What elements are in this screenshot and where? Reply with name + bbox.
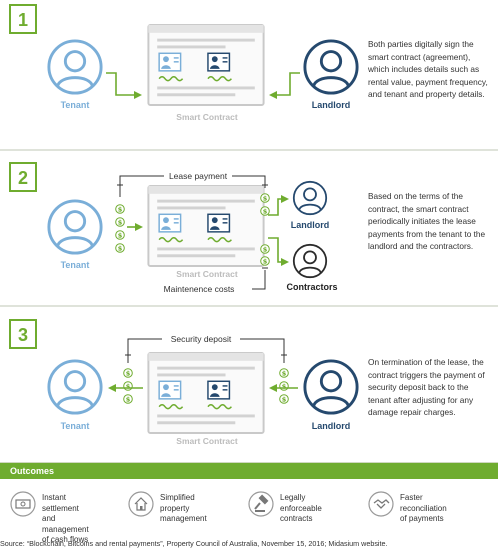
outcome-line: contracts: [280, 514, 313, 523]
handshake-icon: [368, 491, 394, 517]
step-number-box: [9, 4, 37, 34]
landlord-label: Landlord: [312, 421, 351, 431]
coin-icon: [260, 244, 270, 254]
coin-icon: [279, 394, 289, 404]
coin-icon: [260, 193, 270, 203]
step-number-box: [9, 162, 37, 192]
outcomes-panel: Outcomes Instant settlement and manageme…: [0, 462, 498, 544]
coin-icon: [115, 230, 125, 240]
landlord-label: Landlord: [291, 220, 330, 230]
coin-icon: [123, 394, 133, 404]
landlord-label: Landlord: [312, 100, 351, 110]
step-3-description: On termination of the lease, the contrac…: [368, 357, 485, 418]
tenant-label: Tenant: [61, 421, 90, 431]
cash-icon: [10, 491, 36, 517]
coin-icon: [123, 381, 133, 391]
contract-label: Smart Contract: [176, 112, 238, 122]
arrow-contract-to-contractors: [268, 237, 289, 266]
security-deposit-label: Security deposit: [171, 334, 232, 344]
step-number: 2: [18, 168, 28, 188]
gavel-icon: [248, 491, 274, 517]
smart-contract-icon: [147, 352, 265, 434]
contract-label: Smart Contract: [176, 436, 238, 446]
step-1: 1 Tenant Smart Contract Landlord: [9, 4, 359, 122]
coin-icon: [123, 368, 133, 378]
tenant-label: Tenant: [61, 260, 90, 270]
maintenance-bracket: [252, 270, 266, 290]
landlord-icon: [292, 180, 328, 216]
coin-icon: [115, 217, 125, 227]
outcome-line: Simplified property: [160, 493, 195, 513]
smart-contract-icon: [147, 24, 265, 106]
coin-icon: [260, 256, 270, 266]
landlord-icon: [303, 359, 359, 415]
step-number: 3: [18, 325, 28, 345]
arrow-tenant-to-contract: [106, 72, 142, 99]
outcome-line: Legally enforceable: [280, 493, 322, 513]
step-3: 3 Tenant Smart Contract Landlord Securit…: [9, 319, 359, 446]
outcome-line: of payments: [400, 514, 444, 523]
step-2: 2 Tenant Smart Contract Lease payment Ma…: [9, 162, 338, 294]
lease-payment-label: Lease payment: [169, 171, 228, 181]
step-1-description: Both parties digitally sign the smart co…: [368, 39, 488, 100]
smart-contract-icon: [147, 185, 265, 267]
landlord-icon: [303, 39, 359, 95]
contractors-icon: [292, 243, 328, 279]
outcome-line: Faster reconciliation: [400, 493, 447, 513]
tenant-icon: [47, 39, 103, 95]
maintenance-label: Maintenence costs: [164, 284, 235, 294]
tenant-icon: [47, 359, 103, 415]
step-2-description: Based on the terms of the contract, the …: [368, 191, 486, 252]
arrow-landlord-to-contract: [269, 72, 300, 99]
contract-label: Smart Contract: [176, 269, 238, 279]
coin-icon: [115, 204, 125, 214]
contractors-label: Contractors: [286, 282, 337, 292]
coin-icon: [115, 243, 125, 253]
source-note: Source: “Blockchain, Bitcoins and rental…: [0, 539, 388, 548]
lease-payment-bracket: [119, 175, 266, 197]
coin-icon: [279, 368, 289, 378]
outcomes-title: Outcomes: [0, 463, 498, 479]
outcome-line: management: [160, 514, 207, 523]
coin-icon: [260, 206, 270, 216]
outcome-line: of cash flows: [42, 535, 89, 544]
coin-icon: [279, 381, 289, 391]
house-icon: [128, 491, 154, 517]
arrow-contract-to-landlord: [268, 195, 289, 216]
step-number-box: [9, 319, 37, 349]
outcome-line: Instant settlement: [42, 493, 79, 513]
outcome-line: and management: [42, 514, 89, 534]
tenant-label: Tenant: [61, 100, 90, 110]
tenant-icon: [47, 199, 103, 255]
step-number: 1: [18, 10, 28, 30]
